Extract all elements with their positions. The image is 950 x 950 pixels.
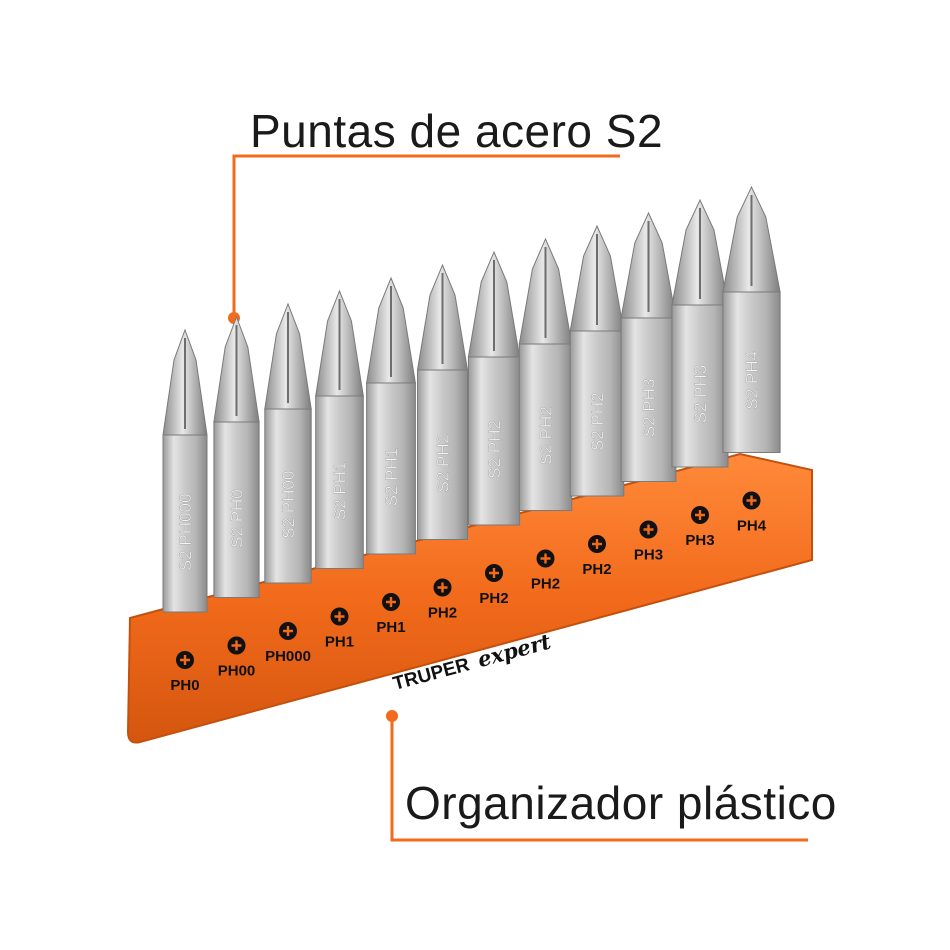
holder-label: PH3 <box>634 520 663 564</box>
screwdriver-bit: S2 PH1 <box>315 289 364 569</box>
bit-shank <box>518 343 573 511</box>
phillips-cross <box>334 611 345 622</box>
bottom-leader-line <box>390 716 808 842</box>
bit-shank <box>315 395 364 569</box>
holder-label: PH1 <box>325 607 354 651</box>
screwdriver-bit: S2 PH2 <box>467 250 521 526</box>
top-leader-line <box>232 154 620 318</box>
holder-label: PH2 <box>428 578 457 622</box>
bit-shank <box>467 356 521 526</box>
holder-label: PH2 <box>479 564 509 607</box>
holder-label-text: PH00 <box>218 663 256 680</box>
holder-label-text: PH0 <box>170 677 199 694</box>
holder-label-text: PH3 <box>685 532 714 549</box>
holder-label-text: PH1 <box>325 634 354 651</box>
bit-shank <box>569 330 625 497</box>
phillips-cross <box>643 524 654 535</box>
holder-label: PH2 <box>531 549 560 593</box>
holder-label: PH000 <box>265 622 311 665</box>
bit-shank <box>620 317 677 482</box>
holder-label: PH00 <box>218 636 256 680</box>
holder-label-text: PH2 <box>428 605 457 622</box>
screwdriver-bit: S2 PH2 <box>416 263 469 540</box>
callout-steel-tips: Puntas de acero S2 <box>250 105 664 157</box>
holder-label-text: PH2 <box>531 576 560 593</box>
holder-label: PH1 <box>376 593 406 636</box>
bit-engraving: S2 PH2 <box>434 434 453 493</box>
phillips-cross <box>231 640 242 651</box>
holder-label: PH4 <box>737 491 767 535</box>
holder-label-text: PH4 <box>737 518 767 535</box>
bottom-leader-dot <box>386 710 398 722</box>
bit-engraving: S2 PH000 <box>176 494 195 572</box>
bit-engraving: S2 PH3 <box>691 365 710 424</box>
callout-plastic-organizer: Organizador plástico <box>405 777 837 829</box>
phillips-cross <box>489 568 499 578</box>
phillips-cross <box>283 626 293 636</box>
bit-engraving: S2 PH4 <box>743 351 762 410</box>
bit-shank <box>417 369 468 540</box>
holder-label-text: PH000 <box>265 648 311 665</box>
phillips-cross <box>180 655 190 665</box>
screwdriver-bit: S2 PH1 <box>366 276 416 555</box>
holder-label-text: PH2 <box>479 590 508 607</box>
bit-engraving: S2 PH2 <box>485 420 504 479</box>
holder-label: PH3 <box>685 506 715 549</box>
bit-engraving: S2 PH2 <box>537 406 556 465</box>
bit-shank <box>722 291 781 453</box>
bit-engraving: S2 PH3 <box>640 379 659 438</box>
holder-label-text: PH2 <box>582 561 611 578</box>
screwdriver-bit: S2 PH0 <box>213 315 260 598</box>
bit-shank <box>264 408 312 584</box>
bit-engraving: S2 PH1 <box>382 448 401 507</box>
screwdriver-bit: S2 PH3 <box>620 211 677 482</box>
phillips-cross <box>746 495 757 506</box>
holder-label: PH2 <box>582 535 612 578</box>
bit-engraving: S2 PH0 <box>228 489 247 548</box>
screwdriver-bit: S2 PH3 <box>671 198 729 468</box>
holder-label-text: PH3 <box>634 547 663 564</box>
bit-shank <box>366 382 416 555</box>
phillips-cross <box>695 510 705 520</box>
screwdriver-bit: S2 PH00 <box>264 302 312 584</box>
screwdriver-bit: S2 PH2 <box>518 237 573 511</box>
bit-engraving: S2 PH1 <box>331 462 350 521</box>
phillips-cross <box>386 597 396 607</box>
screwdriver-bit: S2 PH2 <box>569 224 625 497</box>
holder-label: PH0 <box>170 651 200 694</box>
bit-engraving: S2 PH00 <box>279 471 298 539</box>
phillips-cross <box>540 553 551 564</box>
screwdriver-bit: S2 PH000 <box>162 328 208 613</box>
holder-label-text: PH1 <box>376 619 405 636</box>
phillips-cross <box>437 582 448 593</box>
phillips-cross <box>592 539 602 549</box>
screwdriver-bit: S2 PH4 <box>722 185 781 453</box>
bit-engraving: S2 PH2 <box>588 392 607 451</box>
bit-shank <box>671 304 729 468</box>
